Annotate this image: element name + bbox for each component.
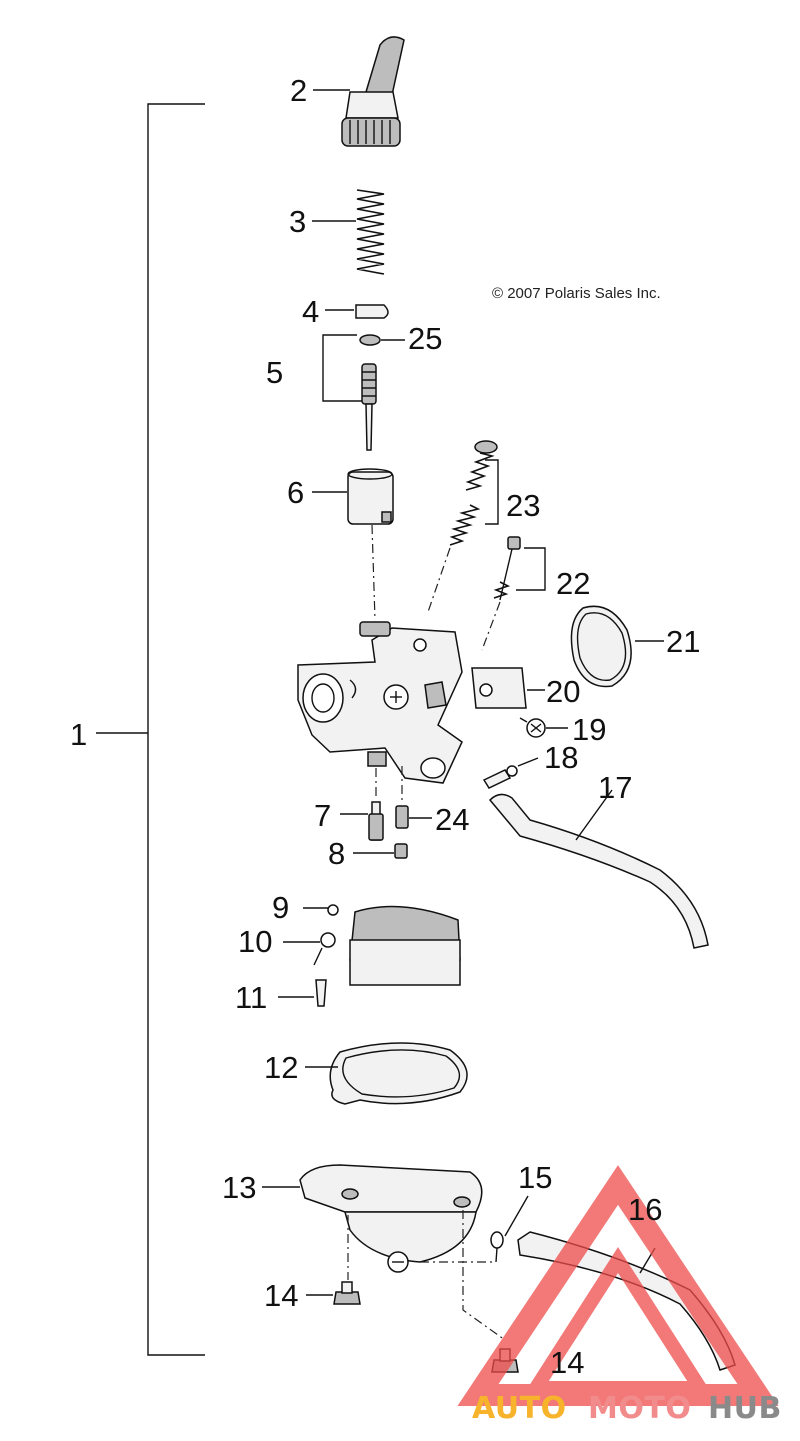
- callout-24: 24: [435, 802, 469, 837]
- watermark-auto: AUTO: [472, 1391, 567, 1426]
- callout-7: 7: [314, 798, 331, 833]
- callout-9: 9: [272, 890, 289, 925]
- callout-21: 21: [666, 624, 700, 659]
- callout-10: 10: [238, 924, 272, 959]
- cable-bracket: [471, 667, 545, 709]
- watermark-moto: MOTO: [588, 1391, 691, 1426]
- callout-13: 13: [222, 1170, 256, 1205]
- callout-19: 19: [572, 712, 606, 747]
- float-bowl-gasket: [305, 1042, 468, 1105]
- copyright-notice: © 2007 Polaris Sales Inc.: [492, 285, 661, 302]
- assembly-bracket: [96, 103, 205, 1356]
- carburetor-body: [297, 621, 463, 802]
- jet-needle: [322, 334, 405, 451]
- callout-20: 20: [546, 674, 580, 709]
- callout-12: 12: [264, 1050, 298, 1085]
- callout-15: 15: [518, 1160, 552, 1195]
- callout-11: 11: [235, 980, 267, 1015]
- callout-5: 5: [266, 355, 283, 390]
- callout-1: 1: [70, 717, 87, 752]
- watermark-hub: HUB: [708, 1391, 782, 1426]
- callout-2: 2: [290, 73, 307, 108]
- callout-8: 8: [328, 836, 345, 871]
- bracket-screw: [519, 717, 568, 738]
- idle-screw-assembly: [427, 440, 499, 613]
- o-ring-gasket: [570, 605, 664, 688]
- throttle-spring: [312, 189, 385, 275]
- float-bowl: [262, 1164, 506, 1341]
- callout-25: 25: [408, 321, 442, 356]
- throttle-slide: [312, 468, 394, 621]
- needle-clip: [325, 304, 389, 319]
- main-jet-assembly: [340, 801, 432, 859]
- callout-18: 18: [544, 740, 578, 775]
- callout-22: 22: [556, 566, 590, 601]
- callout-6: 6: [287, 475, 304, 510]
- fuel-hose: [488, 789, 709, 949]
- watermark-text: AUTO MOTO HUB: [472, 1391, 782, 1426]
- callout-labels: 1 2 3 4 5 6 7 8 9 10 11 12 13 14 14 15 1…: [70, 73, 700, 1380]
- callout-16: 16: [628, 1192, 662, 1227]
- callout-14-left: 14: [264, 1278, 298, 1313]
- callout-4: 4: [302, 294, 319, 329]
- carburetor-cap: [313, 36, 405, 147]
- callout-14-right: 14: [550, 1345, 584, 1380]
- pilot-screw-assembly: [481, 536, 546, 651]
- callout-17: 17: [598, 770, 632, 805]
- drain-screw: [490, 1195, 529, 1263]
- hose-fitting: [482, 757, 539, 789]
- callout-23: 23: [506, 488, 540, 523]
- callout-3: 3: [289, 204, 306, 239]
- watermark-logo: [457, 1165, 779, 1406]
- choke-cover: [278, 904, 461, 1007]
